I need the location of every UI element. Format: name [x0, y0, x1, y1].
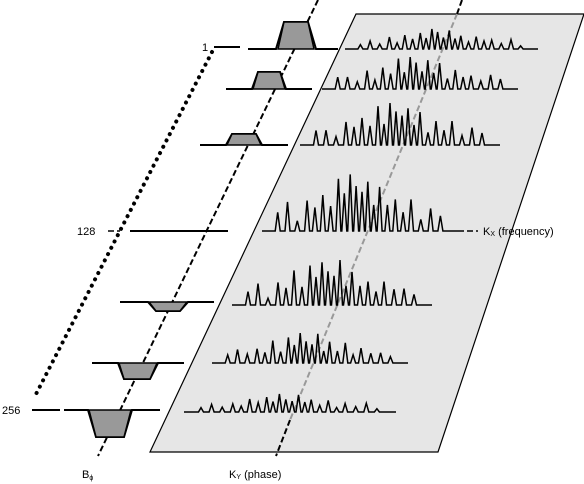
b-phi-sub: ϕ: [89, 475, 93, 482]
kx-axis-label: KX (frequency): [483, 226, 554, 238]
kx-k: K: [483, 226, 491, 238]
row-1-label: 1: [202, 42, 208, 54]
echo-signal-2: [322, 56, 518, 90]
gradient-lobe-4-fill: [147, 301, 189, 312]
gradient-lobe-1-fill: [277, 21, 315, 50]
ky-k: K: [229, 469, 237, 481]
svg-text:Bϕ: Bϕ: [82, 469, 93, 482]
ky-axis-bottom-segment: [275, 419, 291, 457]
echo-signal-7: [184, 393, 396, 413]
svg-text:KY (phase): KY (phase): [229, 469, 281, 481]
gradient-lobe-256-fill: [88, 409, 132, 438]
echo-signal-1: [345, 28, 538, 50]
b-phi-label: Bϕ: [82, 469, 93, 482]
echo-signal-6: [212, 332, 408, 364]
svg-text:KX (frequency): KX (frequency): [483, 226, 554, 238]
ky-rest: (phase): [241, 469, 281, 481]
echo-signal-4: [262, 174, 458, 232]
b-phi-b: B: [82, 469, 89, 481]
gradient-lobe-3-fill: [225, 133, 263, 146]
gradient-lobe-2-fill: [251, 71, 287, 90]
gradient-lobe-5-fill: [117, 362, 159, 380]
echo-signal-3: [300, 102, 500, 146]
ky-sub: Y: [236, 474, 241, 481]
kx-sub: X: [490, 231, 495, 238]
ky-axis-top-segment: [456, 0, 463, 15]
echo-signal-5: [232, 259, 432, 306]
echo-signals: [184, 28, 538, 413]
kx-rest: (frequency): [495, 226, 554, 238]
row-sequence-dotted-line: [32, 50, 214, 400]
ky-axis-label: KY (phase): [229, 469, 281, 481]
phase-gradient-lobes: [64, 21, 338, 438]
row-256-label: 256: [2, 405, 20, 417]
row-128-label: 128: [77, 226, 95, 238]
